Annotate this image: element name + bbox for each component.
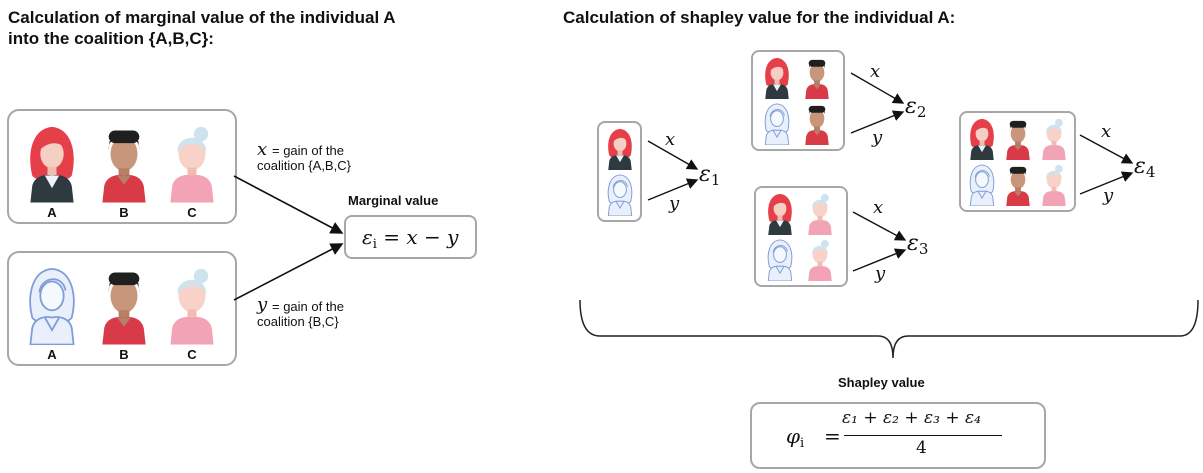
coalition-bc-box: A B C	[7, 251, 237, 366]
arrow-x-to-marginal	[233, 175, 344, 234]
y-symbol: y	[257, 294, 268, 315]
arrow-y-to-marginal	[233, 243, 344, 301]
y-desc-line2: coalition {B,C}	[257, 314, 339, 329]
e2-x-label: x	[870, 61, 881, 82]
shapley-lhs: φi	[786, 424, 805, 451]
coalition-e1-box	[597, 121, 642, 222]
e2-y-label: y	[872, 127, 883, 148]
e1-x-label: x	[665, 129, 676, 150]
marginal-formula-box: εi = x − y	[344, 215, 477, 259]
label-a: A	[47, 205, 57, 220]
label-a: A	[47, 347, 57, 362]
shapley-value-label: Shapley value	[838, 375, 925, 390]
epsilon-3: ε3	[907, 231, 929, 258]
epsilon-symbol: ε	[362, 225, 373, 249]
arrow-e1-y	[647, 178, 699, 201]
coalition-e3-box	[754, 186, 848, 287]
x-desc-line2: coalition {A,B,C}	[257, 158, 351, 173]
epsilon-4: ε4	[1134, 154, 1156, 181]
x-symbol: x	[257, 139, 268, 160]
epsilon-1: ε1	[699, 162, 721, 189]
left-title-line1: Calculation of marginal value of the ind…	[8, 8, 396, 27]
arrow-e1-x	[647, 140, 699, 170]
label-b: B	[119, 347, 129, 362]
arrow-e4-x	[1079, 134, 1134, 164]
fraction-bar	[844, 435, 1002, 436]
shapley-numerator: ε₁ + ε₂ + ε₃ + ε₄	[842, 408, 981, 428]
shapley-denominator: 4	[916, 438, 927, 458]
e3-y-label: y	[875, 263, 886, 284]
coalition-e4-box	[959, 111, 1076, 212]
right-title: Calculation of shapley value for the ind…	[563, 8, 956, 27]
shapley-equals: =	[824, 424, 841, 448]
x-desc-line1: = gain of the	[272, 143, 344, 158]
e1-y-label: y	[669, 193, 680, 214]
shapley-formula-box: φi = ε₁ + ε₂ + ε₃ + ε₄ 4	[750, 402, 1046, 469]
arrow-e4-y	[1079, 171, 1134, 195]
y-desc-line1: = gain of the	[272, 299, 344, 314]
marginal-formula: εi = x − y	[362, 227, 458, 251]
epsilon-2: ε2	[905, 94, 927, 121]
label-c: C	[187, 205, 197, 220]
arrow-e3-y	[852, 248, 907, 272]
left-title-line2: into the coalition {A,B,C}:	[8, 29, 214, 48]
marginal-value-label: Marginal value	[348, 193, 439, 208]
e4-x-label: x	[1101, 121, 1112, 142]
label-c: C	[187, 347, 197, 362]
formula-rhs: = x − y	[376, 225, 459, 249]
coalition-e2-box	[751, 50, 845, 151]
label-b: B	[119, 205, 129, 220]
e4-y-label: y	[1103, 185, 1114, 206]
e3-x-label: x	[873, 197, 884, 218]
arrow-e2-x	[850, 72, 905, 104]
arrow-e3-x	[852, 211, 907, 241]
arrow-e2-y	[850, 110, 905, 134]
brace	[579, 299, 1199, 359]
coalition-abc-box: A B C	[7, 109, 237, 224]
subscript-i: i	[372, 237, 377, 252]
